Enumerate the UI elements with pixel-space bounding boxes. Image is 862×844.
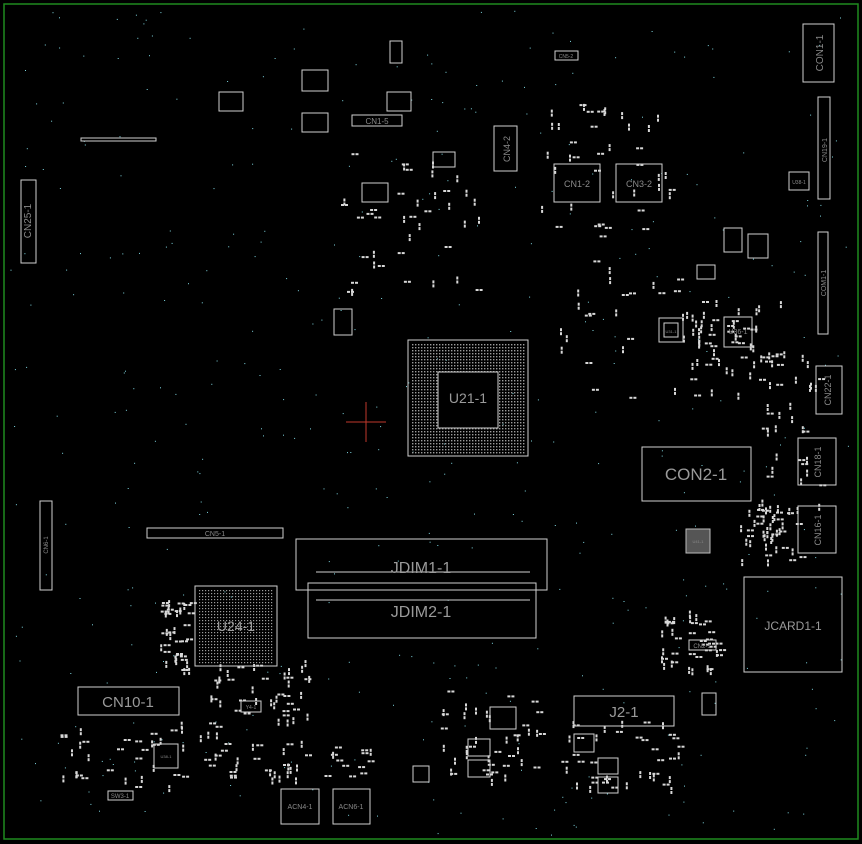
- cn5-1-label: CN5-1: [205, 531, 225, 538]
- part-top-2: [301, 112, 329, 133]
- component-u31[interactable]: U31-1: [658, 317, 684, 343]
- component-acn6[interactable]: ACN6-1: [332, 788, 371, 825]
- cn19-label: CN19-1: [822, 138, 829, 162]
- part-bottom-8: [412, 765, 430, 783]
- component-cn18[interactable]: CN18-1: [797, 437, 837, 486]
- component-u36[interactable]: U36-1: [723, 316, 753, 348]
- component-cn10[interactable]: CN10-1: [77, 686, 180, 716]
- component-jdim2[interactable]: JDIM2-1: [307, 582, 537, 639]
- part-bottom-5: [597, 757, 619, 775]
- component-cn25[interactable]: CN25-1: [20, 179, 37, 264]
- edge-connector-top-left: [80, 137, 157, 142]
- jcard-label: JCARD1-1: [764, 619, 822, 633]
- component-jcard[interactable]: JCARD1-1: [743, 576, 843, 673]
- cn2-label: CN2-1: [693, 644, 711, 650]
- component-cn19[interactable]: CN19-1: [817, 96, 831, 200]
- y4-label: Y4-1: [246, 705, 257, 711]
- con1-label: CON1-1: [815, 34, 826, 71]
- part-bottom-2: [467, 738, 491, 757]
- component-cn2[interactable]: CN2-1: [688, 639, 717, 651]
- component-cn4-2[interactable]: CN4-2: [493, 125, 518, 172]
- u36-label: U36-1: [728, 329, 747, 336]
- u24-label: U24-1: [217, 618, 255, 634]
- part-right-2: [747, 233, 769, 259]
- j2-label: J2-1: [609, 704, 638, 721]
- component-y4[interactable]: Y4-1: [240, 700, 262, 713]
- component-u24[interactable]: U24-1: [194, 585, 278, 667]
- board-edge: [3, 3, 859, 840]
- component-cn3-2[interactable]: CN3-2: [615, 163, 663, 203]
- cn1-5-label: CN1-5: [365, 117, 389, 126]
- cn25-label: CN25-1: [23, 203, 34, 238]
- jdim1-label: JDIM1-1: [391, 560, 452, 577]
- sw3-label: SW3-1: [111, 794, 130, 800]
- part-mid-2: [361, 182, 389, 203]
- component-u38[interactable]: U38-1: [788, 171, 810, 191]
- cn22-label: CN22-1: [823, 374, 833, 405]
- part-top-4: [386, 91, 412, 112]
- u41-label: U41-1: [693, 539, 705, 544]
- part-bottom-3: [467, 759, 491, 778]
- component-u41[interactable]: U41-1: [685, 528, 711, 554]
- u38b-label: U38-1: [161, 754, 173, 759]
- component-jdim1[interactable]: JDIM1-1: [295, 538, 548, 591]
- part-right-3: [696, 264, 716, 280]
- cn3-2-label: CN3-2: [626, 179, 652, 189]
- component-cn1-2[interactable]: CN1-2: [553, 163, 601, 203]
- acn6-label: ACN6-1: [339, 804, 364, 811]
- component-u38b[interactable]: U38-1: [153, 743, 179, 769]
- component-j2[interactable]: J2-1: [573, 695, 675, 727]
- component-acn4[interactable]: ACN4-1: [280, 788, 320, 825]
- component-cn5-1[interactable]: CN5-1: [146, 527, 284, 539]
- cn6-label: CN6-1: [44, 536, 50, 554]
- part-mid-3: [333, 308, 353, 336]
- crosshair-marker-icon: [346, 402, 386, 442]
- component-cn5-2[interactable]: CN5-2: [554, 50, 579, 61]
- u21-label: U21-1: [449, 390, 487, 406]
- u31-label: U31-1: [666, 329, 678, 334]
- component-cn6[interactable]: CN6-1: [39, 500, 53, 591]
- component-con1[interactable]: CON1-1: [802, 23, 835, 83]
- cn10-label: CN10-1: [102, 694, 154, 711]
- cn5-2-label: CN5-2: [559, 54, 574, 60]
- component-cn16[interactable]: CN16-1: [797, 505, 837, 554]
- smd-components: [60, 103, 827, 794]
- vias: [10, 10, 849, 836]
- component-u21-cpu[interactable]: U21-1: [407, 339, 529, 457]
- part-right-1: [723, 227, 743, 253]
- cn16-label: CN16-1: [813, 514, 823, 545]
- component-com1[interactable]: COM1-1: [817, 231, 829, 335]
- component-cn22[interactable]: CN22-1: [815, 365, 843, 415]
- component-cn1-5[interactable]: CN1-5: [351, 114, 403, 127]
- component-con2[interactable]: CON2-1: [641, 446, 752, 502]
- part-mid-1: [432, 151, 456, 168]
- connector-top-small: [389, 40, 403, 64]
- com1-label: COM1-1: [821, 270, 828, 297]
- cn4-2-label: CN4-2: [502, 136, 512, 162]
- u38-label: U38-1: [792, 180, 806, 186]
- part-bottom-6: [597, 776, 619, 794]
- acn4-label: ACN4-1: [288, 804, 313, 811]
- cn18-label: CN18-1: [813, 446, 823, 477]
- cn1-2-label: CN1-2: [564, 179, 590, 189]
- component-sw3[interactable]: SW3-1: [107, 790, 134, 801]
- part-top-3: [218, 91, 244, 112]
- part-top-1: [301, 69, 329, 92]
- part-bottom-4: [573, 733, 595, 753]
- part-bottom-1: [489, 706, 517, 730]
- con2-label: CON2-1: [665, 465, 727, 484]
- part-bottom-7: [701, 692, 717, 716]
- jdim2-label: JDIM2-1: [391, 604, 452, 621]
